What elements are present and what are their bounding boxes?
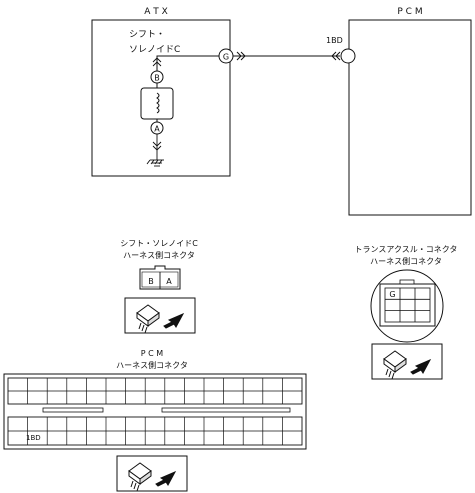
pcm-connector: P C M ハーネス側コネクタ 1BD <box>3 349 307 492</box>
pcm-view-box <box>116 455 188 492</box>
pcm-connector-title-1: P C M <box>141 349 163 358</box>
solenoid-connector-cell-a: A <box>166 277 172 286</box>
pcm-block: P C M 1BD <box>326 7 472 216</box>
connector-view-icon <box>128 462 177 492</box>
terminal-b-label: B <box>154 74 160 83</box>
transaxle-connector-outer <box>379 283 436 327</box>
wire-b-to-g <box>156 55 226 71</box>
transaxle-connector-cell-g: G <box>389 290 395 299</box>
pcm-connector-title-2: ハーネス側コネクタ <box>116 360 188 370</box>
connector-view-icon <box>383 350 432 380</box>
pcm-connector-grid <box>7 377 303 446</box>
solenoid-coil-icon <box>156 92 160 114</box>
ground-icon <box>146 134 164 167</box>
harness-wire-g-to-pcm <box>233 51 341 61</box>
atx-solenoid-label-line2: ソレノイドC <box>129 45 180 55</box>
solenoid-connector-title-2: ハーネス側コネクタ <box>123 250 195 260</box>
pcm-box <box>348 19 472 216</box>
solenoid-connector-title-1: シフト・ソレノイドC <box>120 239 198 248</box>
pcm-connector-slot-right <box>161 407 291 413</box>
transaxle-connector-latch <box>399 279 415 285</box>
solenoid-view-box <box>124 297 196 334</box>
pcm-title: P C M <box>397 7 422 17</box>
transaxle-connector-title-2: ハーネス側コネクタ <box>370 256 442 266</box>
pcm-connector-cell-1bd: 1BD <box>26 434 41 442</box>
solenoid-connector-inner <box>141 271 179 288</box>
solenoid-connector-cell-b: B <box>148 277 154 286</box>
transaxle-view-box <box>371 343 443 380</box>
pcm-connector-slot-left <box>42 407 104 413</box>
atx-block: A T X シフト・ ソレノイドC B A <box>91 7 234 177</box>
terminal-a-label: A <box>154 125 160 134</box>
atx-title: A T X <box>144 7 168 17</box>
pcm-pin-circle <box>340 48 356 64</box>
atx-box <box>91 19 231 177</box>
pcm-pin-label: 1BD <box>326 36 343 45</box>
atx-solenoid-label-line1: シフト・ <box>129 30 165 40</box>
connector-view-icon <box>136 304 185 334</box>
transaxle-connector: トランスアクスル・コネクタ ハーネス側コネクタ G <box>355 245 458 380</box>
solenoid-connector: シフト・ソレノイドC ハーネス側コネクタ B A <box>120 239 198 334</box>
terminal-g-label: G <box>223 53 229 62</box>
transaxle-connector-grid <box>384 287 431 323</box>
transaxle-connector-title-1: トランスアクスル・コネクタ <box>355 245 458 254</box>
